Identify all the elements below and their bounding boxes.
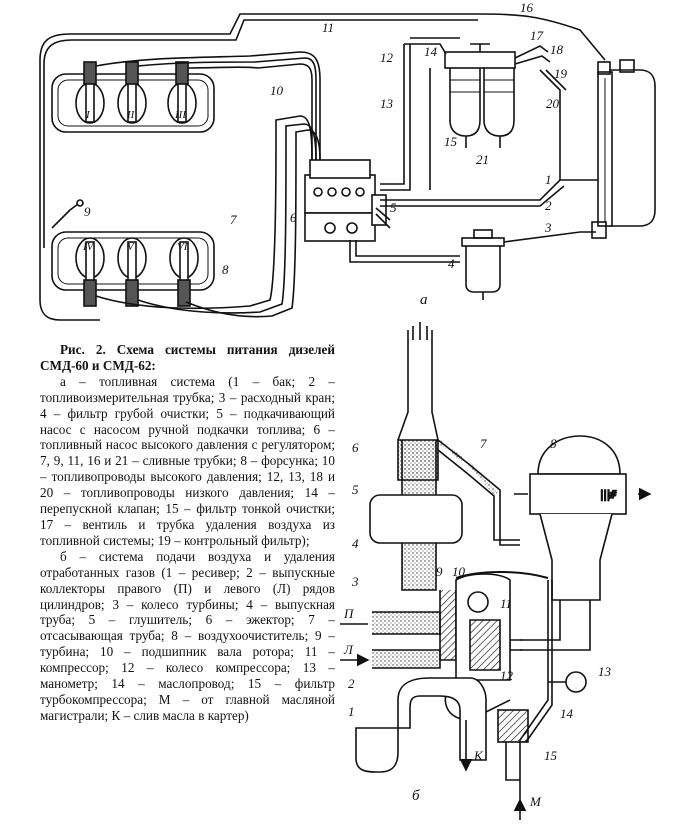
callout-a-15: 15 <box>444 134 458 149</box>
callout-a-11: 11 <box>322 20 334 35</box>
callout-a-12: 12 <box>380 50 394 65</box>
cyl-II: II <box>126 109 136 121</box>
callout-a-4: 4 <box>448 256 455 271</box>
callout-a-21: 21 <box>476 152 489 167</box>
callout-a-7: 7 <box>230 212 237 227</box>
callout-a-19: 19 <box>554 66 568 81</box>
callout-a-20: 20 <box>546 96 560 111</box>
fuel-tank <box>591 59 656 239</box>
legend-fuel-system: а – топливная система (1 – бак; 2 – топл… <box>40 373 335 548</box>
cylinder-labels: I II III IV V VI <box>82 109 189 253</box>
fine-filters <box>444 43 516 148</box>
callout-b-10: 10 <box>452 564 466 579</box>
cyl-I: I <box>85 109 91 121</box>
callouts-b: 1 2 3 4 5 6 7 8 9 10 11 12 13 14 15 П Л … <box>343 436 612 809</box>
figure-title: Рис. 2. Схема системы питания дизелей СМ… <box>40 342 335 373</box>
callouts-a: 1 2 3 4 5 6 7 8 9 10 11 12 13 14 15 16 1… <box>84 0 568 308</box>
callout-a-17: 17 <box>530 28 544 43</box>
flow-label-oil-drain: К <box>473 748 484 763</box>
hp-pump <box>304 159 387 242</box>
callout-b-5: 5 <box>352 482 359 497</box>
callout-b-6: 6 <box>352 440 359 455</box>
legend-air-system: б – система подачи воздуха и удаления от… <box>40 548 335 723</box>
callout-a-14: 14 <box>424 44 438 59</box>
callout-b-14: 14 <box>560 706 574 721</box>
diagram-b: |||# <box>340 322 650 820</box>
cyl-IV: IV <box>82 241 95 253</box>
callout-b-15: 15 <box>544 748 558 763</box>
callout-a-18: 18 <box>550 42 564 57</box>
callout-a-13: 13 <box>380 96 394 111</box>
callout-a-3: 3 <box>544 220 552 235</box>
flow-label-right-row: П <box>343 606 355 621</box>
callout-a-2: 2 <box>545 198 552 213</box>
callout-a-5: 5 <box>390 200 397 215</box>
panel-label-b: б <box>412 788 420 804</box>
injectors-bottom <box>75 237 199 307</box>
callout-b-7: 7 <box>480 436 487 451</box>
callout-b-3: 3 <box>351 574 359 589</box>
callout-b-12: 12 <box>500 668 514 683</box>
panel-label-a: а <box>420 292 428 308</box>
cyl-III: III <box>174 109 187 121</box>
callout-a-6: 6 <box>290 210 297 225</box>
callout-b-13: 13 <box>598 664 612 679</box>
callout-b-4: 4 <box>352 536 359 551</box>
diagram-a <box>39 13 656 321</box>
air-cleaner: |||# <box>514 435 650 601</box>
callout-a-10: 10 <box>270 83 284 98</box>
callout-b-8: 8 <box>550 436 557 451</box>
callout-b-2: 2 <box>348 676 355 691</box>
flow-label-oil-in: М <box>529 794 542 809</box>
flow-label-left-row: Л <box>343 642 354 657</box>
cyl-VI: VI <box>177 241 189 253</box>
callout-b-1: 1 <box>348 704 355 719</box>
injectors-top <box>75 61 197 124</box>
callout-b-9: 9 <box>436 564 443 579</box>
cyl-V: V <box>127 241 135 253</box>
coarse-filter <box>461 229 505 300</box>
callout-a-16: 16 <box>520 0 534 15</box>
figure-caption: Рис. 2. Схема системы питания дизелей СМ… <box>40 342 335 724</box>
callout-a-8: 8 <box>222 262 229 277</box>
callout-a-9: 9 <box>84 204 91 219</box>
callout-a-1: 1 <box>545 172 552 187</box>
svg-text:|||#: |||# <box>600 487 617 501</box>
callout-b-11: 11 <box>500 596 512 611</box>
